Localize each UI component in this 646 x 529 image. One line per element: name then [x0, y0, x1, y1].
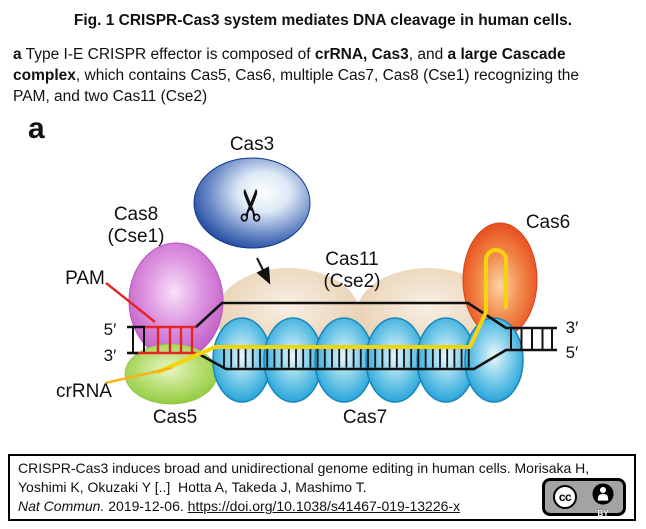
- citation-line-3: Nat Commun. 2019-12-06. https://doi.org/…: [18, 497, 626, 516]
- cas11-label-line2: (Cse2): [323, 271, 380, 292]
- cascade-complex-diagram: ✂ a Cas3 Cas8 (Cse1) PAM Cas11 (Cse2) Ca…: [28, 112, 579, 428]
- scissors-icon: ✂: [228, 187, 277, 224]
- three-prime-right-label: 3′: [566, 318, 579, 337]
- dna-displaced-strand: [195, 301, 557, 330]
- caption-bold-crrna-cas3: crRNA, Cas3: [314, 46, 409, 63]
- cc-icon-letters: cc: [558, 490, 572, 504]
- caption-text: , which contains Cas5, Cas6, multiple Ca…: [75, 67, 580, 84]
- five-prime-left-label: 5′: [104, 320, 117, 339]
- dna-right-rungs: [510, 328, 553, 350]
- five-prime-right-label: 5′: [566, 343, 579, 362]
- crrna-label: crRNA: [56, 381, 112, 402]
- crrna-strand: [156, 248, 508, 374]
- caption-text: Type I-E CRISPR effector is composed of: [21, 46, 315, 63]
- citation-line-1: CRISPR-Cas3 induces broad and unidirecti…: [18, 460, 590, 476]
- publication-date: 2019-12-06.: [104, 498, 188, 514]
- crrna-pointer-line: [104, 366, 173, 385]
- by-label: BY: [597, 509, 609, 518]
- doi-link[interactable]: https://doi.org/10.1038/s41467-019-13226…: [187, 498, 461, 514]
- crrna-dna-hybrid-rungs: [223, 349, 470, 368]
- figure-title: Fig. 1 CRISPR-Cas3 system mediates DNA c…: [73, 12, 573, 29]
- cas8-label-line2: (Cse1): [107, 226, 164, 247]
- dna-left-rungs: [132, 327, 145, 353]
- citation-box: CRISPR-Cas3 induces broad and unidirecti…: [8, 454, 636, 521]
- cas6-label: Cas6: [526, 212, 570, 233]
- three-prime-left-label: 3′: [104, 346, 117, 365]
- pam-pointer-line: [105, 282, 156, 323]
- pam-rungs: [156, 327, 194, 353]
- cas3-arrow: [256, 257, 271, 285]
- dna-target-strand: [196, 348, 557, 371]
- cc-by-person-icon: [592, 483, 614, 505]
- cc-by-attribution: BY: [591, 483, 615, 518]
- caption-text: PAM, and two Cas11 (Cse2): [13, 88, 208, 105]
- panel-label-a: a: [28, 112, 45, 145]
- citation-line-2: Yoshimi K, Okuzaki Y [..] Hotta A, Taked…: [18, 479, 367, 495]
- cas5-label: Cas5: [153, 407, 197, 428]
- cas3-label: Cas3: [230, 134, 274, 155]
- cas7-label: Cas7: [343, 407, 387, 428]
- cas7-backbone: [212, 317, 524, 403]
- caption-bold-cascade: a large Cascade: [447, 46, 566, 63]
- journal-name: Nat Commun.: [18, 498, 105, 514]
- cas3-ellipse: [193, 157, 311, 249]
- caption-bold-complex: complex: [13, 67, 76, 84]
- dna-strands: [127, 301, 557, 371]
- caption-panel-letter: a: [13, 46, 22, 63]
- cc-icon: cc: [553, 485, 577, 509]
- figure-caption: a Type I-E CRISPR effector is composed o…: [13, 44, 635, 107]
- cas11-label-line1: Cas11: [325, 249, 379, 270]
- pam-label: PAM: [65, 268, 105, 289]
- citation-text: CRISPR-Cas3 induces broad and unidirecti…: [18, 459, 626, 516]
- cc-by-license-badge: cc BY: [542, 478, 626, 518]
- caption-text: , and: [408, 46, 448, 63]
- cas8-label-line1: Cas8: [114, 204, 158, 225]
